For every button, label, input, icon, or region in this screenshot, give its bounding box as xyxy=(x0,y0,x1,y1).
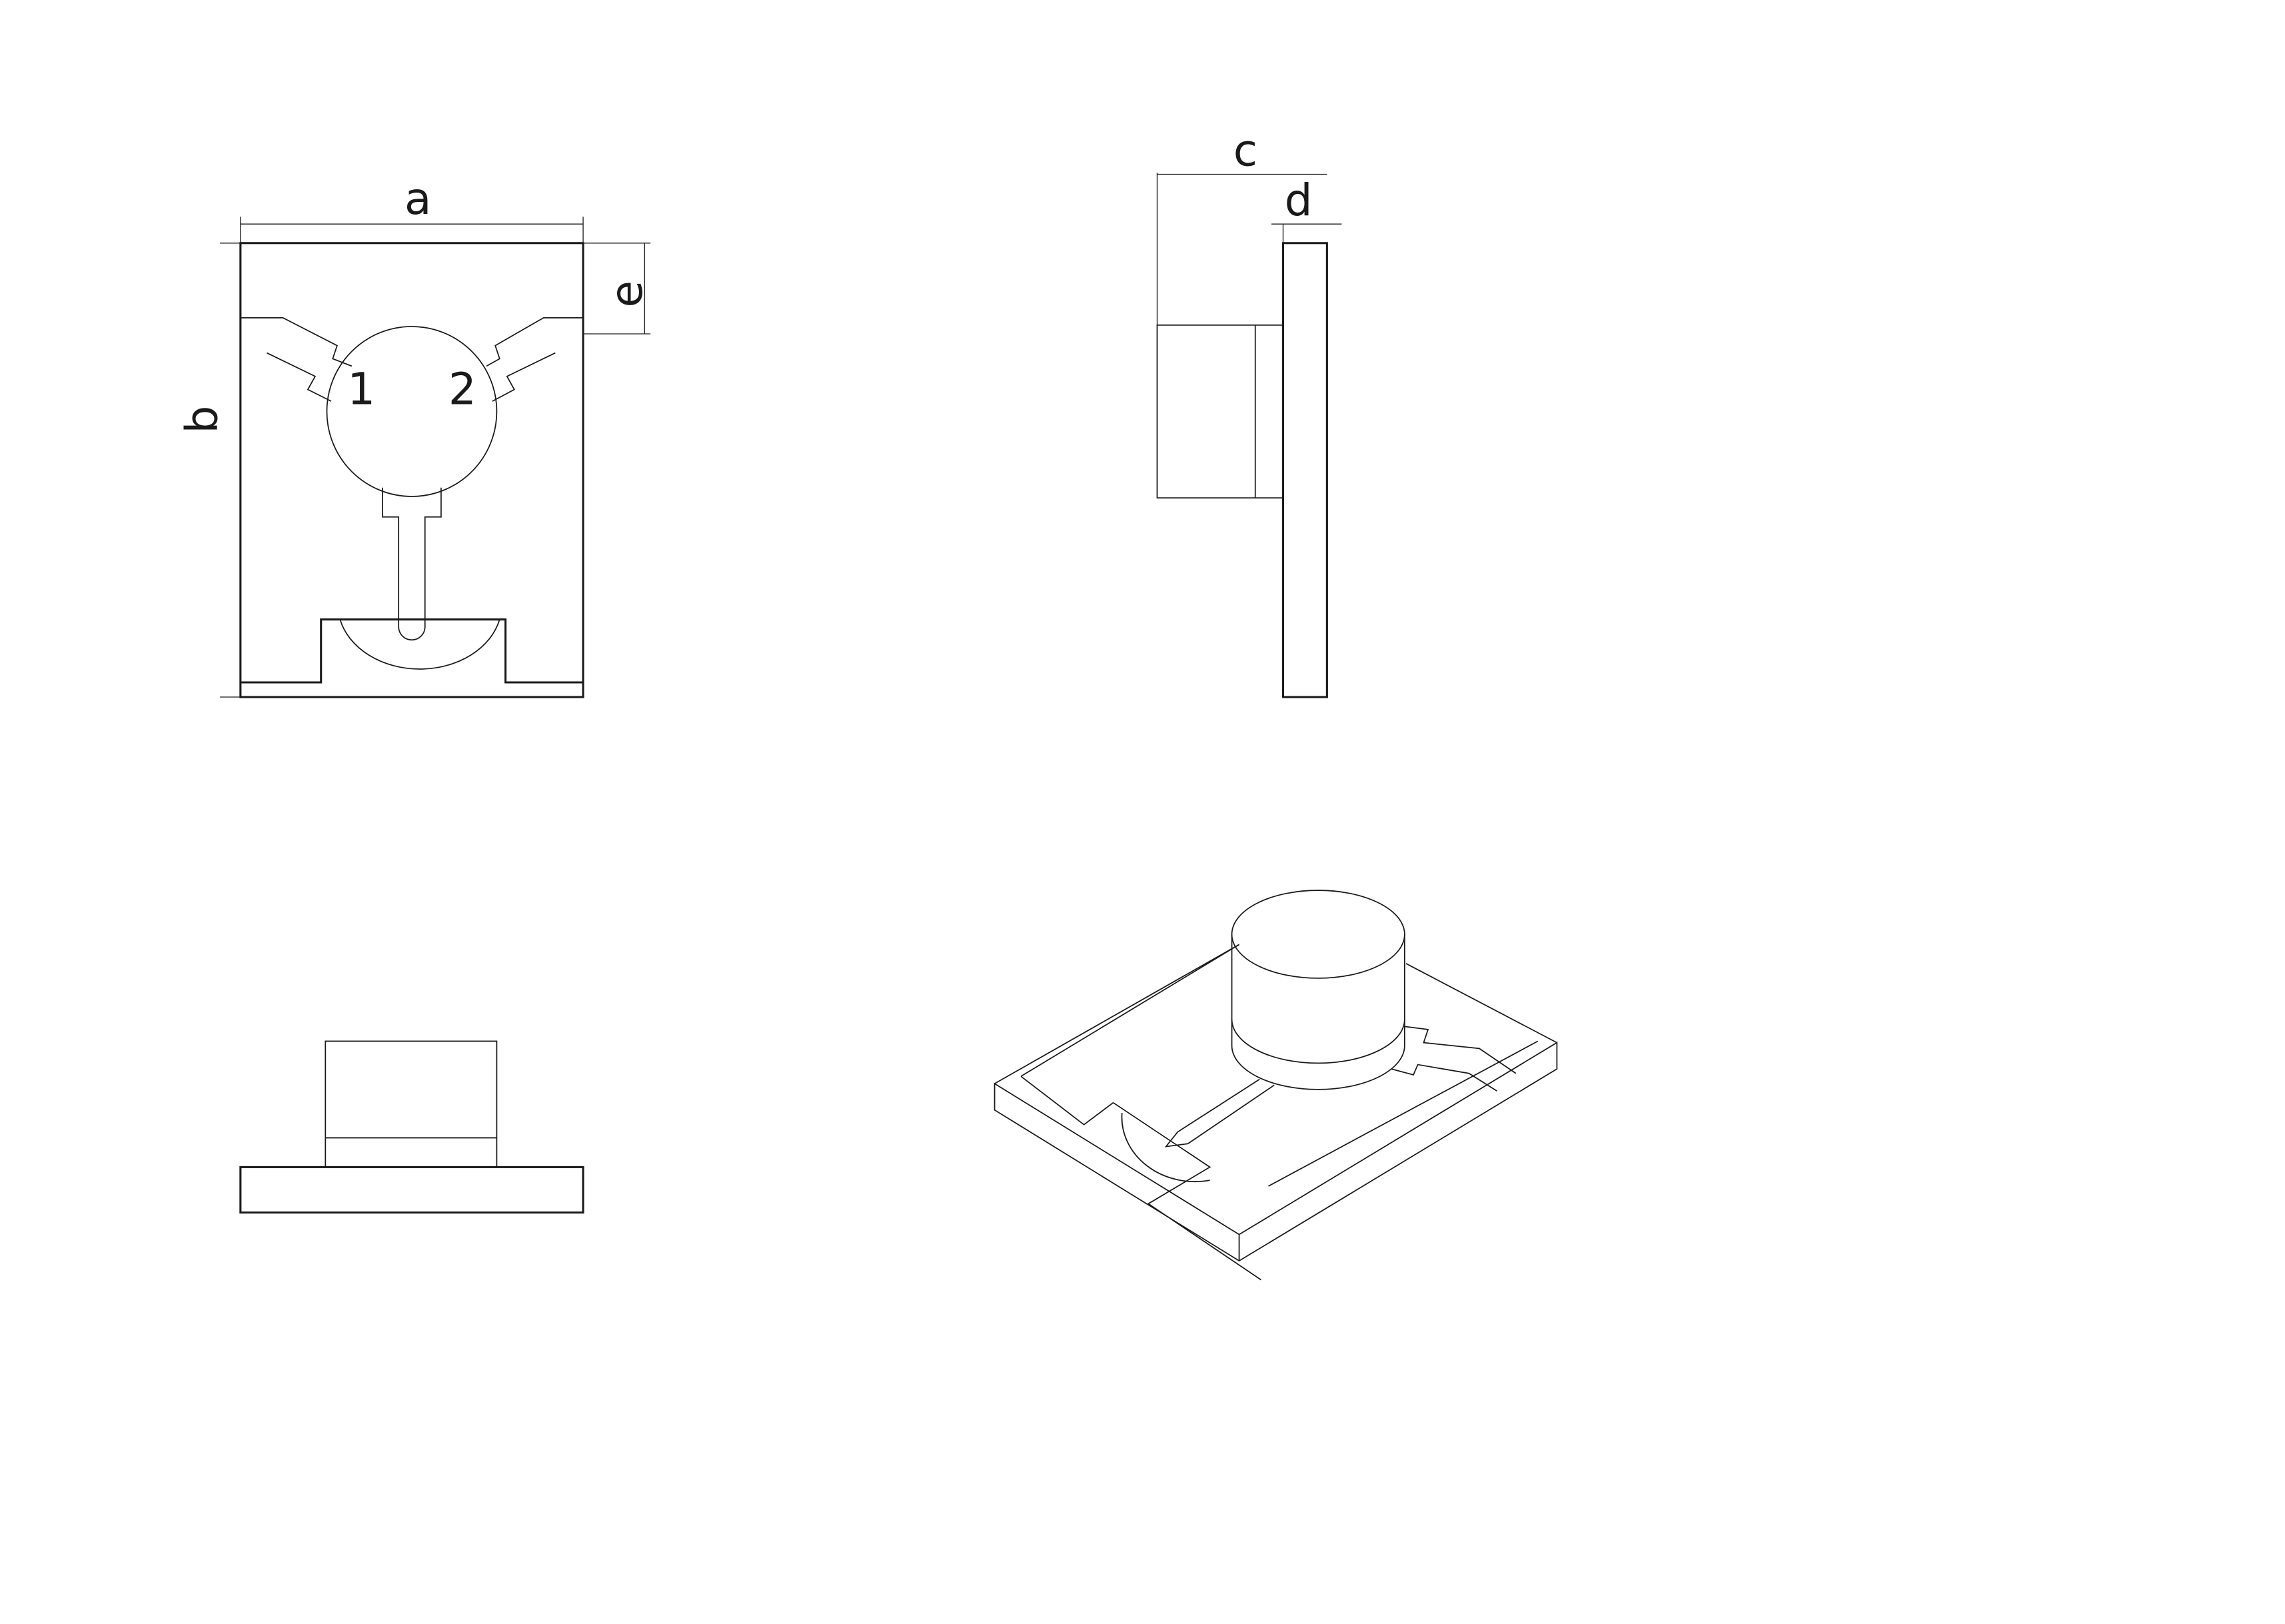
dimension-e-label: e xyxy=(601,281,652,308)
port-label-2: 2 xyxy=(448,364,476,415)
top-view xyxy=(239,1040,584,1214)
front-view: 1 2 a b e xyxy=(177,173,652,698)
dimension-b-label: b xyxy=(177,406,228,434)
dimension-d-label: d xyxy=(1285,175,1313,226)
side-view: c d xyxy=(1156,125,1342,698)
dimension-c-label: c xyxy=(1233,125,1257,176)
port-label-1: 1 xyxy=(347,364,375,415)
isometric-view xyxy=(994,890,1558,1281)
dimension-a-label: a xyxy=(404,173,431,225)
